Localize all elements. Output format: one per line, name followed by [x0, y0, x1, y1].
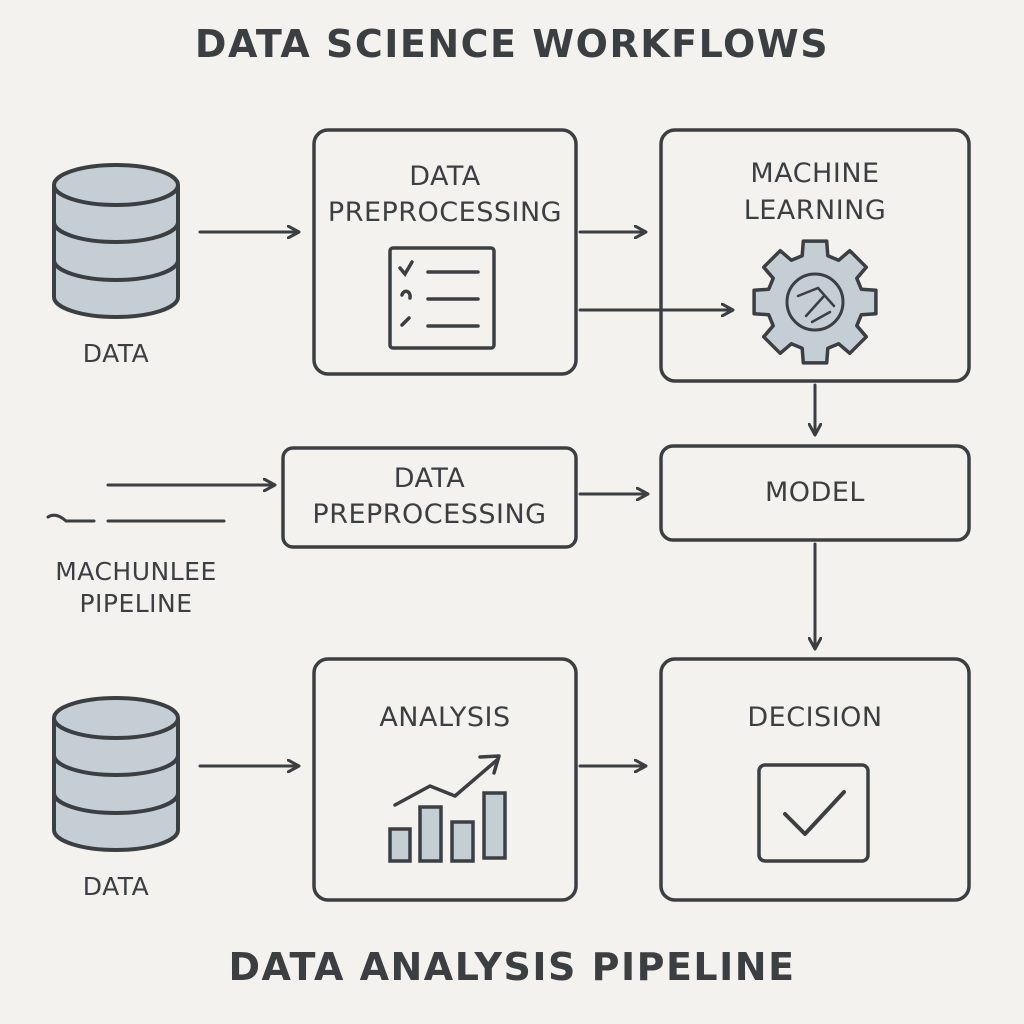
analysis-label: ANALYSIS — [379, 702, 511, 733]
machine-learning-box[interactable] — [659, 128, 971, 383]
data-bottom-label: DATA — [82, 872, 150, 901]
pipeline-label-line2: PIPELINE — [79, 589, 193, 618]
preprocessing-top-label-line1: DATA — [409, 161, 481, 192]
preprocessing-mid-label-line1: DATA — [393, 463, 466, 494]
bar-chart-icon — [388, 754, 507, 863]
pipeline-label-line1: MACHUNLEE — [55, 557, 217, 586]
database-icon-top — [52, 163, 180, 319]
data-top-label: DATA — [82, 339, 150, 368]
checklist-icon — [388, 246, 496, 350]
preprocessing-mid-label-line2: PREPROCESSING — [312, 499, 547, 530]
decision-label: DECISION — [747, 702, 883, 733]
analysis-box[interactable] — [312, 657, 578, 902]
preprocessing-top-label-line2: PREPROCESSING — [327, 197, 563, 228]
model-box[interactable] — [659, 444, 971, 542]
preprocessing-mid-box[interactable] — [281, 446, 578, 549]
checkbox-check-icon — [757, 763, 870, 863]
database-icon-bottom — [52, 696, 180, 852]
preprocessing-top-box[interactable] — [312, 128, 578, 376]
footer-title: DATA ANALYSIS PIPELINE — [228, 945, 796, 989]
decision-box[interactable] — [659, 657, 971, 902]
gear-icon — [752, 239, 878, 365]
model-label: MODEL — [765, 477, 865, 508]
machine-learning-label-line1: MACHINE — [750, 158, 880, 189]
connectors — [46, 232, 815, 766]
machine-learning-label-line2: LEARNING — [743, 195, 887, 226]
pipeline-tick — [46, 513, 96, 523]
page-title: DATA SCIENCE WORKFLOWS — [194, 22, 830, 66]
